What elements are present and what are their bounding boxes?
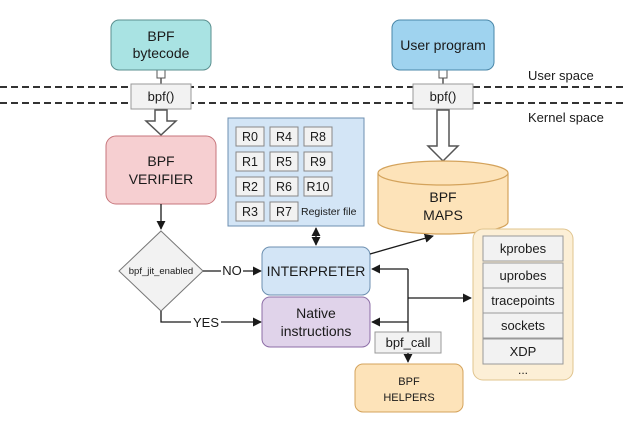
register-r6-label: R6	[276, 180, 292, 194]
edge-yes-label-bg	[191, 314, 221, 330]
bpf-call-label: bpf_call	[386, 335, 431, 350]
edge-yes-label: YES	[193, 315, 219, 330]
bpf-bytecode-box	[110, 19, 212, 71]
register-r2	[235, 176, 265, 197]
register-file-caption: Register file	[301, 206, 357, 218]
native-instructions-line2: instructions	[281, 323, 352, 339]
bpf-syscall-right	[412, 83, 474, 110]
register-r6	[269, 176, 299, 197]
bpf-syscall-left-label: bpf()	[148, 89, 175, 104]
hooks-list: kprobes uprobes tracepoints sockets XDP	[482, 235, 564, 365]
register-r4	[269, 126, 299, 147]
register-r8	[303, 126, 333, 147]
register-r10-label: R10	[307, 180, 330, 194]
kernel-space-label: Kernel space	[528, 110, 604, 125]
bytecode-stem-tab	[156, 69, 166, 79]
bpf-maps-line1: BPF	[429, 189, 456, 205]
hook-xdp-label: XDP	[510, 344, 537, 359]
register-r10	[303, 176, 333, 197]
edge-yes	[160, 311, 262, 327]
native-instructions-line1: Native	[296, 305, 336, 321]
edge-interpreter-to-maps	[369, 233, 434, 255]
hook-sockets-label: sockets	[501, 318, 546, 333]
hollow-arrow-to-verifier	[144, 109, 178, 137]
register-r9	[303, 151, 333, 172]
hook-uprobes	[482, 262, 564, 289]
user-program-label: User program	[400, 37, 486, 53]
bpf-helpers-line1: BPF	[398, 376, 420, 388]
register-r5	[269, 151, 299, 172]
register-r1-label: R1	[242, 155, 258, 169]
hook-tracepoints-label: tracepoints	[491, 293, 555, 308]
hollow-arrow-to-maps	[426, 109, 460, 163]
native-instructions-box	[261, 296, 371, 348]
hook-more-label: ...	[518, 363, 528, 377]
edge-no-label: NO	[222, 263, 242, 278]
bpf-bytecode-line1: BPF	[147, 28, 174, 44]
register-r8-label: R8	[310, 130, 326, 144]
register-r9-label: R9	[310, 155, 326, 169]
bpf-helpers-box	[354, 363, 464, 413]
bpf-verifier-line1: BPF	[147, 153, 174, 169]
hook-kprobes-label: kprobes	[500, 241, 547, 256]
register-r5-label: R5	[276, 155, 292, 169]
bpf-verifier-line2: VERIFIER	[129, 171, 194, 187]
user-program-stem-tab	[438, 69, 448, 79]
user-program-box	[391, 19, 495, 71]
hook-xdp	[482, 338, 564, 365]
register-r3	[235, 201, 265, 222]
bpf-bytecode-line2: bytecode	[133, 45, 190, 61]
register-r2-label: R2	[242, 180, 258, 194]
bpf-maps-cylinder	[377, 160, 509, 235]
user-space-label: User space	[528, 68, 594, 83]
interpreter-label: INTERPRETER	[267, 263, 366, 279]
bpf-helpers-line2: HELPERS	[383, 392, 434, 404]
interpreter-box	[261, 246, 371, 296]
jit-decision-label: bpf_jit_enabled	[129, 266, 193, 277]
hook-uprobes-label: uprobes	[500, 268, 547, 283]
hook-kprobes	[482, 235, 564, 262]
hook-sockets	[482, 312, 564, 339]
register-r7	[269, 201, 299, 222]
register-grid: R0 R4 R8 R1 R5 R9 R2 R6 R10 R3 R7	[235, 126, 333, 222]
bpf-verifier-box	[105, 135, 217, 205]
register-r1	[235, 151, 265, 172]
register-r0-label: R0	[242, 130, 258, 144]
edge-no-label-bg	[221, 262, 243, 278]
register-r3-label: R3	[242, 205, 258, 219]
register-r0	[235, 126, 265, 147]
bpf-syscall-left	[130, 83, 192, 110]
bpf-syscall-right-label: bpf()	[430, 89, 457, 104]
register-r4-label: R4	[276, 130, 292, 144]
register-r7-label: R7	[276, 205, 292, 219]
bpf-maps-line2: MAPS	[423, 207, 463, 223]
